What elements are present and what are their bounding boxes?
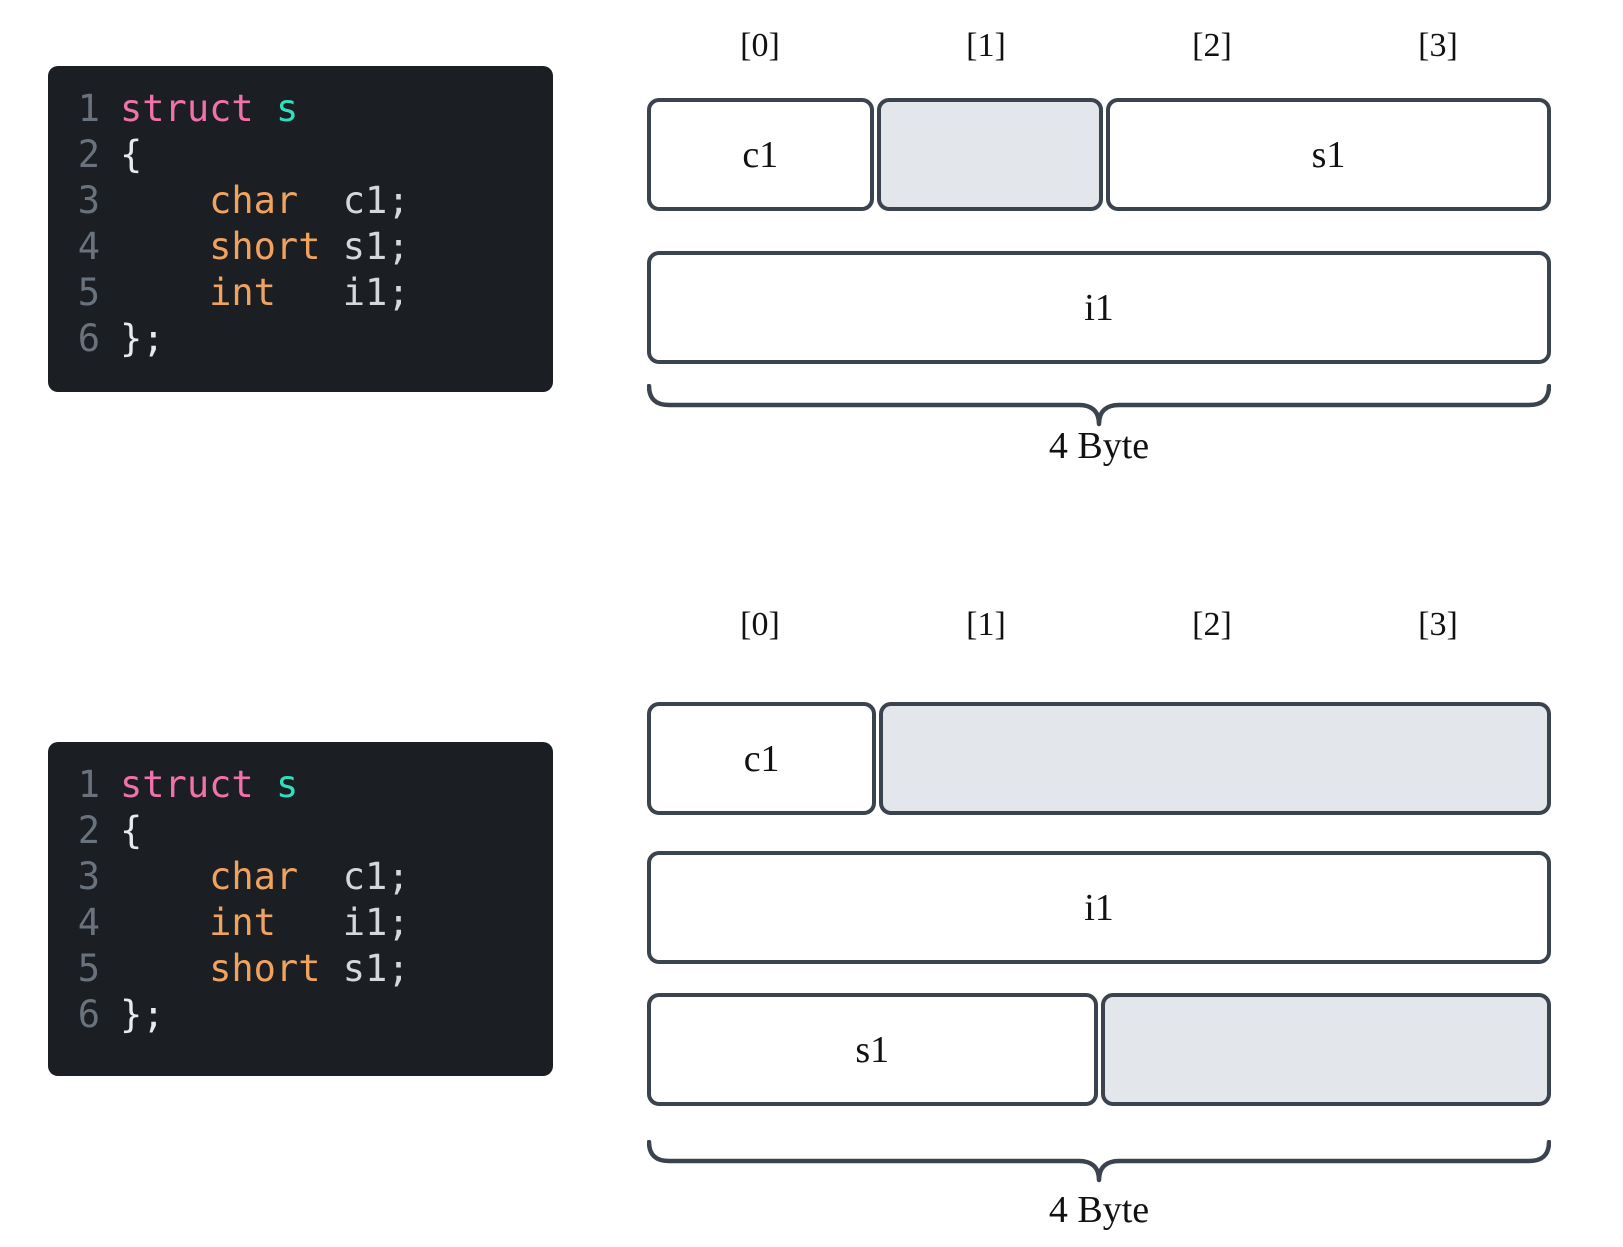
code-line: 2{ <box>74 132 535 178</box>
code-line: 1 struct s <box>74 762 535 808</box>
line-number: 1 <box>77 87 100 130</box>
code-token: int <box>209 901 276 944</box>
code-line: 3 char c1; <box>74 178 535 224</box>
padding-cell <box>879 702 1551 815</box>
field-label: i1 <box>1084 886 1114 929</box>
memory-row: c1 s1 <box>647 98 1551 211</box>
code-line: 4 int i1; <box>74 900 535 946</box>
byte-index-row: [0] [1] [2] [3] <box>647 24 1551 68</box>
code-line: 4 short s1; <box>74 224 535 270</box>
field-label: i1 <box>1084 286 1114 329</box>
code-line: 5 short s1; <box>74 946 535 992</box>
code-token: struct <box>120 763 276 806</box>
code-token: char <box>209 855 299 898</box>
line-number: 3 <box>77 179 100 222</box>
code-token: char <box>209 179 299 222</box>
code-token: struct <box>120 87 276 130</box>
byte-index-label: [0] <box>740 606 780 643</box>
code-token <box>120 946 209 992</box>
curly-brace-icon <box>647 384 1551 427</box>
code-token <box>276 900 343 946</box>
line-number: 1 <box>77 763 100 806</box>
line-number: 4 <box>77 901 100 944</box>
line-number: 5 <box>77 271 100 314</box>
code-token: i1; <box>342 271 410 314</box>
byte-index-label: [1] <box>966 606 1006 643</box>
code-token: s1; <box>342 225 410 268</box>
code-token <box>276 270 343 316</box>
code-token: int <box>209 271 276 314</box>
code-token: s1; <box>342 947 410 990</box>
code-token: short <box>209 947 321 990</box>
code-line: 3 char c1; <box>74 854 535 900</box>
memory-row: i1 <box>647 251 1551 364</box>
code-line: 1 struct s <box>74 86 535 132</box>
field-cell-c1: c1 <box>647 702 877 815</box>
field-cell-i1: i1 <box>647 851 1551 964</box>
byte-width-label: 4 Byte <box>1048 1189 1150 1231</box>
code-token <box>120 178 209 224</box>
code-token <box>321 946 343 992</box>
code-token <box>298 178 343 224</box>
padding-cell <box>1100 993 1551 1106</box>
code-token: c1; <box>342 855 410 898</box>
code-token: s <box>275 763 299 806</box>
line-number: 6 <box>77 993 100 1036</box>
code-token <box>120 900 209 946</box>
field-label: s1 <box>1311 133 1346 176</box>
code-token: }; <box>120 993 165 1036</box>
memory-row: i1 <box>647 851 1551 964</box>
byte-width-label: 4 Byte <box>1048 425 1150 467</box>
byte-index-label: [0] <box>740 27 780 64</box>
code-token <box>321 224 343 270</box>
code-token <box>298 854 343 900</box>
field-label: c1 <box>742 133 779 176</box>
byte-index-label: [3] <box>1418 606 1458 643</box>
byte-index-label: [1] <box>966 27 1006 64</box>
line-number: 6 <box>77 317 100 360</box>
code-token: s <box>275 87 299 130</box>
byte-index-label: [2] <box>1192 27 1232 64</box>
line-number: 2 <box>77 133 100 176</box>
code-token: i1; <box>342 901 410 944</box>
padding-cell <box>876 98 1103 211</box>
code-token: }; <box>120 317 165 360</box>
code-line: 6}; <box>74 316 535 362</box>
field-cell-c1: c1 <box>647 98 874 211</box>
code-token <box>120 270 209 316</box>
code-token: c1; <box>342 179 410 222</box>
code-token: { <box>120 809 143 852</box>
byte-index-label: [3] <box>1418 27 1458 64</box>
code-token <box>120 854 209 900</box>
code-token: short <box>209 225 321 268</box>
field-label: c1 <box>743 737 780 780</box>
line-number: 2 <box>77 809 100 852</box>
field-cell-s1: s1 <box>1106 98 1551 211</box>
field-cell-i1: i1 <box>647 251 1551 364</box>
line-number: 3 <box>77 855 100 898</box>
field-label: s1 <box>855 1028 890 1071</box>
byte-index-label: [2] <box>1192 606 1232 643</box>
code-line: 2{ <box>74 808 535 854</box>
field-cell-s1: s1 <box>647 993 1098 1106</box>
code-token <box>120 224 209 270</box>
memory-row: s1 <box>647 993 1551 1106</box>
code-token: { <box>120 133 143 176</box>
line-number: 4 <box>77 225 100 268</box>
line-number: 5 <box>77 947 100 990</box>
byte-index-row: [0] [1] [2] [3] <box>647 603 1551 647</box>
code-line: 6}; <box>74 992 535 1038</box>
code-line: 5 int i1; <box>74 270 535 316</box>
memory-row: c1 <box>647 702 1551 815</box>
curly-brace-icon <box>647 1140 1551 1183</box>
